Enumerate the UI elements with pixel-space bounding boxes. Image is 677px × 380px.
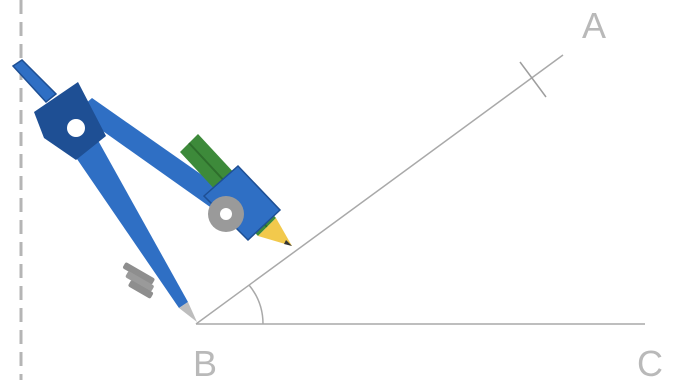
compass-needle-leg	[64, 126, 188, 308]
compass-hinge-head	[34, 82, 106, 160]
label-b: B	[193, 343, 217, 380]
angle-arc-b	[248, 284, 264, 325]
compass-needle-tip	[179, 302, 197, 322]
ray-ba	[195, 54, 564, 325]
arc-mark-on-ba	[519, 61, 547, 98]
adjustment-screw-icon	[123, 262, 155, 299]
compass-pencil-leg	[76, 98, 232, 214]
hinge-pin	[67, 119, 85, 137]
compass-handle	[11, 59, 58, 104]
drawing-compass-icon	[11, 59, 292, 322]
label-c: C	[637, 343, 663, 380]
label-a: A	[582, 5, 606, 46]
clamp-screw-center	[220, 208, 232, 220]
